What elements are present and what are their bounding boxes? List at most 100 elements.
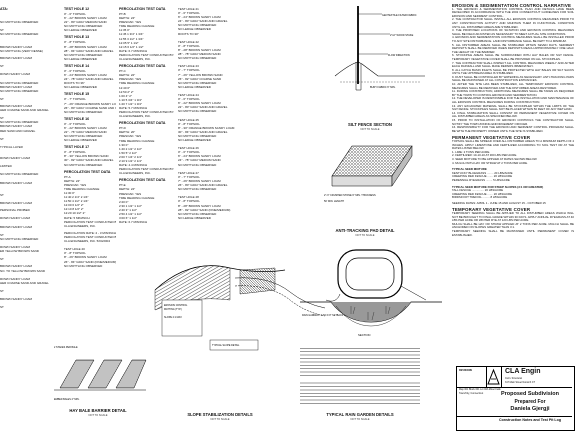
log-line: TEST HOLE 27 (178, 170, 199, 175)
log-line: 24" - 78" GRAY MEDIUM SAND (178, 158, 221, 163)
log-line: 26" - 84" GRAY SAND (FINE/MEDIUM) (64, 259, 116, 264)
log-line: 28" - 84" GRAY SAND AND GRAVEL (64, 48, 114, 53)
log-line: NO LEDGE OBSERVED (178, 215, 211, 220)
narrative-line: 10. AFTER THE SITE HAS BEEN STABILIZED, … (452, 82, 574, 90)
log-line: 6" - 22" BROWN SANDY LOAM (64, 16, 107, 21)
log-line: ST (0, 28, 4, 33)
log-line: PERCOLATION TEST CONDUCTED BY: (119, 167, 175, 172)
title-block: REVISIONS CLA Engin Civil • Structural 3… (456, 366, 575, 431)
log-line: BROWN SANDY LOAM (0, 44, 32, 49)
log-line: PRESOAK: YES (119, 20, 142, 25)
narrative-line: MULCH SHALL BE HAY OR STRAW APPLIED AT 2… (452, 221, 574, 230)
log-line: NO MOTTLING OBSERVED (178, 80, 217, 85)
log-line: TEST HOLE 20 (64, 247, 85, 252)
log-line: NO LEDGE OBSERVED (64, 56, 97, 61)
narrative-line: CREEPING RED FESCUE ....... 20 LBS/ACRE (452, 191, 513, 196)
narrative-line: 1. LIME: 2 TONS PER ACRE. (452, 149, 491, 154)
hay-bale-scale: NOT TO SCALE (88, 414, 108, 417)
log-line: RED SAND AND GRAVEL (0, 128, 36, 133)
log-line: TEST HOLE 26 (178, 146, 199, 151)
log-line: 8" - 26" BROWN SANDY LOAM (64, 255, 107, 260)
svg-text:2"x2" WOOD STAKE: 2"x2" WOOD STAKE (390, 34, 414, 37)
log-line: RATE: 5 MIN/INCH (64, 215, 90, 220)
log-line: 11:50 4 1/2" 2 1/4" (64, 199, 89, 204)
svg-text:MATTING (TYP.): MATTING (TYP.) (164, 308, 182, 311)
log-line: ROOTS TO 30" (178, 31, 199, 36)
note-block (300, 380, 420, 404)
log-line: 22" - 80" GRAY MEDIUM SAND (64, 20, 107, 25)
log-line: 0" - 6" TOPSOIL (178, 97, 200, 102)
log-line: PERCOLATION TEST CONDUCTED BY: (64, 219, 116, 224)
log-line: 12:50 2" 2" (119, 89, 134, 94)
log-line: ROWN SANDY LOAM (0, 72, 30, 77)
log-line: NO MOTTLING OBSERVED (0, 88, 39, 93)
narrative-line: 15. PRIOR TO INSTALLATION OF EROSION CON… (452, 118, 574, 126)
log-line: 0" - 7" TOPSOIL (64, 97, 86, 102)
log-line: DEPTH: 20" (119, 130, 136, 135)
log-line: NO MOTTLING OBSERVED (64, 134, 103, 139)
narrative-title: EROSION & SEDIMENTATION CONTROL NARRATIV… (452, 4, 572, 8)
block-heading: TEST HOLE 14 (64, 63, 90, 68)
log-line: 11:30 0" (64, 191, 75, 195)
block-heading: PERCOLATION TEST DATA (119, 121, 166, 126)
log-line: 8" - 28" BROWN SANDY LOAM (178, 47, 221, 52)
log-line: NO MOTTLING OBSERVED (178, 109, 217, 114)
slope-caption: SLOPE STABILIZATION DETAILS (187, 412, 253, 417)
log-line: ROWN SANDY LOAM (0, 245, 30, 250)
narrative-line: 4. MULCH WITH HAY OR STRAW AT 2 TONS PER… (452, 160, 528, 165)
log-line: PRESOAK: YES (119, 191, 142, 196)
log-line: DEPTH: 22" (119, 73, 136, 78)
log-line: 0" - 6" TOPSOIL (178, 11, 200, 16)
log-line: PERSONAL PROBED (0, 208, 30, 213)
narrative-line: 14. FINAL STABILIZATION SHALL CONSIST OF… (452, 110, 574, 119)
log-line: 2:20 0" (119, 199, 129, 204)
client-name: Daniela Gjergji (510, 406, 550, 412)
note-block (300, 346, 420, 376)
block-heading: PERCOLATION TEST DATA (119, 64, 166, 69)
block-heading: TEST HOLE 13 (64, 35, 90, 40)
narrative-line: 11. DURING CONSTRUCTION, ADDITIONAL MEAS… (452, 89, 574, 97)
log-line: DEPTH: 24" (64, 178, 81, 183)
log-line: 8" - 28" BROWN SANDY LOAM (178, 203, 221, 208)
log-line: PERCOLATION RATE: 2 - 3 MIN/INCH (64, 230, 116, 235)
silt-fence-scale: NOT TO SCALE (360, 128, 380, 131)
log-line: NO MOTTLING OBSERVED (64, 263, 103, 268)
log-line: 8" - 30" YELLOW BROWN SAND (64, 154, 109, 159)
log-line: 1:10 5 3/4" 1 3/4" (119, 97, 142, 102)
log-line: ST (0, 289, 4, 293)
log-line: 12:00 6 1/2" 2" (64, 203, 84, 208)
log-line: ST (0, 192, 4, 197)
anti-tracking-caption: ANTI-TRACKING PAD DETAIL (335, 228, 395, 233)
log-line: ER YELLOW BROWN SAND (0, 249, 39, 254)
log-line: CLA ENGINEERS, INC. (119, 57, 151, 62)
log-line: 2:30 1 1/2" 1 1/2" (119, 203, 142, 208)
log-line: NO MOTTLING (VERY DENSE) (0, 48, 43, 53)
prepared-for: Prepared For (514, 399, 546, 405)
log-line: NO MOTTLING OBSERVED (178, 23, 217, 28)
log-line: PERCOLATION TEST CONDUCTED BY: (119, 52, 175, 57)
log-line: 28" - 78" GRAY MEDIUM SAND (178, 52, 221, 57)
log-line: 11:40 2 1/4" 2 1/4" (64, 195, 89, 200)
svg-text:2 STAKES PER BALE: 2 STAKES PER BALE (54, 346, 78, 349)
block-heading: ATA: (0, 7, 9, 11)
log-line: 26" - 80" GRAY SAND AND GRAVEL (178, 183, 228, 188)
log-line: TEST HOLE 21 (178, 7, 199, 11)
log-line: 2:10 9 1/2" 2 1/4" (119, 159, 142, 163)
narrative-line: TALL FESCUE ............... 20 LBS/ACRE (452, 188, 504, 193)
anti-tracking-pad-drawing: 2"-3" CRUSHED STONE 6" MIN. THICKNESS 50… (324, 145, 413, 203)
log-line: BROWN SANDY LOAM (0, 201, 32, 206)
log-line: 6" - 24" BROWN SANDY LOAM (178, 15, 221, 20)
log-line: PT-D (119, 126, 126, 131)
log-line: 0" - 6" TOPSOIL (64, 68, 86, 73)
log-line: PT-C (119, 69, 126, 74)
svg-text:EROSION CONTROL: EROSION CONTROL (164, 304, 188, 307)
log-line: 2:50 4 1/2" 1 1/2" (119, 212, 142, 217)
log-line: BROWN SANDY LOAM (0, 55, 32, 60)
log-line: BROWN SANDY LOAM (0, 103, 32, 108)
log-line: NO LEDGE OBSERVED (64, 138, 97, 143)
steep-seed-title: TYPICAL SEED MIXTURE FOR STEEP SLOPES (3… (452, 184, 544, 189)
svg-text:TYPICAL SLOPE DETAIL: TYPICAL SLOPE DETAIL (212, 344, 240, 347)
log-line: 7" - 26" BROWN SANDY LOAM (178, 178, 221, 183)
